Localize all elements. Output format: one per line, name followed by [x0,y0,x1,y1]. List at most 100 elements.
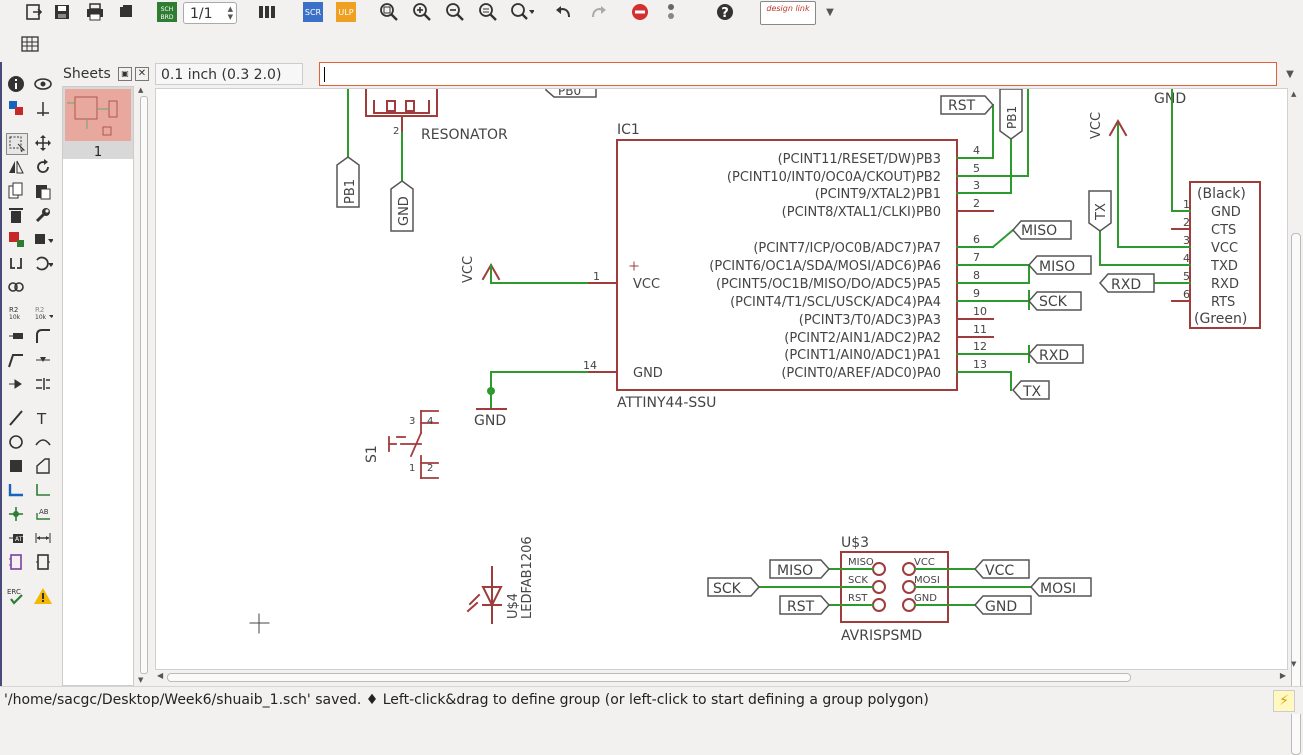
schematic-drawing[interactable]: 2 RESONATOR PB0 PB1 GND [156,89,1287,669]
net-label-pb1-top[interactable]: PB1 [999,89,1023,140]
horizontal-scrollbar[interactable]: ◀ ▶ [155,670,1288,684]
split-icon[interactable] [6,350,26,370]
net-label-isp-vcc[interactable]: VCC [973,559,1030,579]
net-label-rxd-ftdi[interactable]: RXD [1098,273,1155,293]
show-icon[interactable] [33,74,53,94]
net-label-isp-gnd[interactable]: GND [973,595,1032,615]
ftdi-header[interactable] [1189,181,1261,329]
sheet-list-scrollbar[interactable]: ▲ ▼ [136,86,150,684]
sheet-item[interactable]: 1 [63,87,133,160]
schematic-canvas[interactable]: 2 RESONATOR PB0 PB1 GND [155,88,1288,670]
invoke-icon[interactable] [6,277,26,297]
open-icon[interactable] [22,0,46,24]
gateswap-icon[interactable] [33,253,53,273]
bus-break-icon[interactable] [33,374,53,394]
zoom-out-icon[interactable] [443,0,467,24]
net-label-rst-top[interactable]: RST [940,95,995,115]
arc-icon[interactable] [33,432,53,452]
net-label-pb1-left[interactable]: PB1 [336,156,360,208]
attribute-icon[interactable]: ATT [6,528,26,548]
replace-icon[interactable] [33,229,53,249]
net-icon[interactable] [33,480,53,500]
line-icon[interactable] [6,408,26,428]
designlink-button[interactable]: design link [760,1,816,25]
bus-icon[interactable] [6,480,26,500]
polygon-icon[interactable] [33,456,53,476]
smash-icon[interactable] [6,326,26,346]
horizontal-scroll-thumb[interactable] [167,673,1131,682]
dimension-icon[interactable] [33,528,53,548]
close-panel-icon[interactable]: ✕ [135,67,149,81]
page-selector[interactable]: 1/1 ▲▼ [183,2,237,24]
undo-icon[interactable] [552,0,576,24]
stop-icon[interactable] [628,0,652,24]
zoom-select-icon[interactable] [510,0,534,24]
miter-icon[interactable] [33,326,53,346]
print-icon[interactable] [83,0,107,24]
help-icon[interactable]: ? [713,0,737,24]
wrench-icon[interactable] [33,205,53,225]
mark-icon[interactable] [33,98,53,118]
net-label-tx-ftdi[interactable]: TX [1088,190,1112,232]
page-spinner[interactable]: ▲▼ [227,5,233,21]
pinswap-icon[interactable] [6,253,26,273]
ulp-icon[interactable]: ULP [335,0,359,24]
net-label-gnd-resonator[interactable]: GND [390,180,414,232]
vertical-scrollbar[interactable]: ▲ ▼ [1288,88,1302,755]
circle-icon[interactable] [6,432,26,452]
label-icon[interactable]: AB [33,504,53,524]
slice-icon[interactable] [6,374,26,394]
text-icon[interactable]: T [33,408,53,428]
rectangle-icon[interactable] [6,456,26,476]
zoom-fit-icon[interactable] [377,0,401,24]
display-layers-icon[interactable] [6,98,26,118]
resonator[interactable] [365,89,438,134]
rotate-icon[interactable] [33,157,53,177]
lightning-icon[interactable]: ⚡ [1273,690,1295,712]
redo-icon[interactable] [586,0,610,24]
net-label-isp-miso[interactable]: MISO [769,559,831,579]
designlink-dropdown-icon[interactable]: ▼ [826,6,834,18]
net-label-pb0[interactable]: PB0 [545,89,597,98]
move-icon[interactable] [33,133,53,153]
add-part-icon[interactable] [6,229,26,249]
vcc-supply-ftdi[interactable]: VCC [1089,112,1128,139]
net-label-tx-ic[interactable]: TX [1011,380,1050,400]
switch-s1[interactable] [388,410,439,479]
columns-icon[interactable] [255,0,279,24]
command-history-dropdown-icon[interactable]: ▼ [1286,68,1294,80]
paste-icon[interactable] [33,181,53,201]
script-icon[interactable]: SCR [302,0,326,24]
net-label-isp-rst[interactable]: RST [779,595,831,615]
vcc-supply-ic1[interactable]: VCC [461,256,588,284]
vertical-scroll-thumb[interactable] [1291,233,1301,755]
grid-icon[interactable] [18,32,42,56]
net-label-rxd-ic[interactable]: RXD [1027,344,1084,364]
net-label-sck[interactable]: SCK [1027,291,1082,311]
info-icon[interactable] [6,74,26,94]
group-icon[interactable] [6,133,28,155]
gnd-supply-ic1[interactable]: GND [474,371,588,429]
zoom-in-icon[interactable] [410,0,434,24]
delete-icon[interactable] [6,205,26,225]
go-icon[interactable] [659,0,683,24]
net-label-isp-mosi[interactable]: MOSI [1029,577,1092,597]
mirror-icon[interactable] [6,157,26,177]
net-label-isp-sck[interactable]: SCK [707,577,761,597]
junction-icon[interactable] [6,504,26,524]
export-icon[interactable] [114,0,138,24]
erc-icon[interactable]: ERC [6,586,26,606]
led-u4[interactable] [466,566,503,624]
command-input[interactable] [319,62,1277,86]
optimize-icon[interactable] [33,350,53,370]
copy-icon[interactable] [6,181,26,201]
save-icon[interactable] [50,0,74,24]
zoom-redraw-icon[interactable] [476,0,500,24]
float-panel-icon[interactable]: ▣ [118,67,132,81]
net-label-miso-2[interactable]: MISO [1027,255,1092,275]
frame-icon[interactable] [6,552,26,572]
net-label-miso-1[interactable]: MISO [1011,220,1072,240]
